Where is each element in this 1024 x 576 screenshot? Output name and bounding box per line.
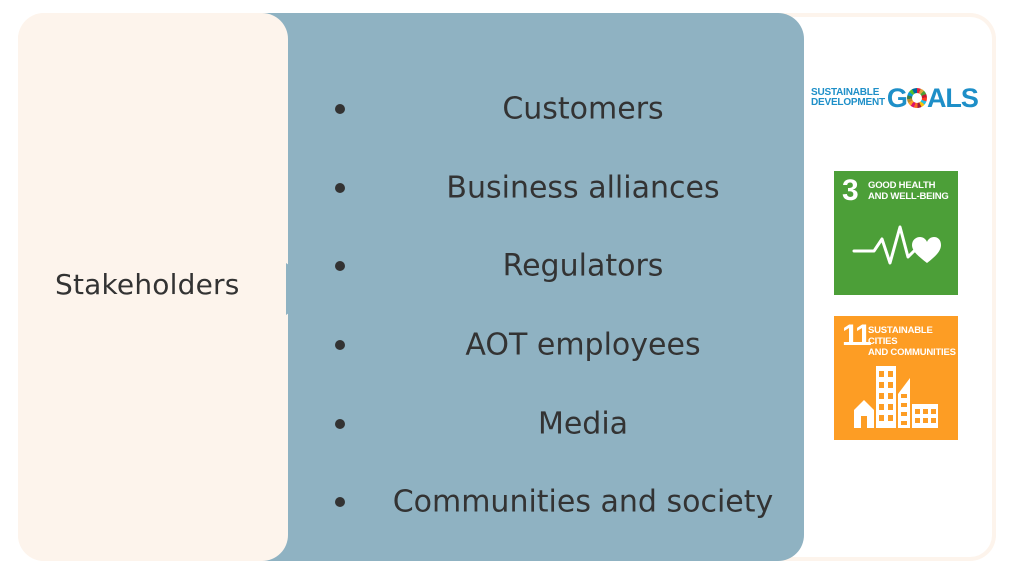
list-item-label: Regulators (502, 248, 664, 284)
stakeholders-label: Stakeholders (55, 268, 240, 301)
sdg-tile-3: 3 GOOD HEALTH AND WELL-BEING (834, 171, 958, 295)
sdg-tile-number: 3 (842, 174, 859, 207)
sdg-logo-goals-g: G (886, 82, 908, 113)
bullet-icon (335, 182, 345, 193)
list-item: Regulators (330, 227, 800, 306)
sdg-tile-number: 11 (842, 319, 872, 352)
list-item-label: AOT employees (465, 327, 701, 363)
sdg-logo: SUSTAINABLE DEVELOPMENT G ALS (811, 83, 979, 113)
city-buildings-icon (854, 366, 938, 428)
sdg-tile-title: SUSTAINABLE CITIES AND COMMUNITIES (868, 325, 956, 358)
sdg-logo-line1: SUSTAINABLE (811, 87, 880, 98)
sdg-tile-title-line1: GOOD HEALTH (868, 180, 936, 191)
list-item: Communities and society (330, 463, 800, 542)
sdg-logo-goals-als: ALS (926, 82, 979, 113)
sdg-tile-title-line1: SUSTAINABLE CITIES (868, 325, 933, 347)
bullet-icon (335, 418, 345, 429)
list-item-label: Communities and society (392, 484, 774, 520)
stakeholders-box (18, 13, 288, 561)
list-item: Business alliances (330, 149, 800, 228)
sdg-tile-title: GOOD HEALTH AND WELL-BEING (868, 180, 954, 202)
sdg-tile-title-line2: AND WELL-BEING (868, 191, 949, 202)
bullet-icon (335, 497, 345, 508)
stakeholder-list-panel (258, 13, 804, 561)
bullet-icon (335, 261, 345, 272)
list-item: Media (330, 384, 800, 463)
sdg-logo-small-text: SUSTAINABLE DEVELOPMENT (811, 88, 885, 108)
sdg-logo-line2: DEVELOPMENT (811, 97, 885, 108)
list-item: Customers (330, 70, 800, 149)
list-item: AOT employees (330, 306, 800, 385)
list-item-label: Customers (502, 91, 664, 127)
stakeholder-list: Customers Business alliances Regulators … (330, 70, 800, 542)
list-item-label: Business alliances (446, 170, 720, 206)
sdg-wheel-icon (906, 88, 927, 108)
list-item-label: Media (537, 406, 629, 442)
sdg-tile-title-line2: AND COMMUNITIES (868, 347, 956, 358)
bullet-icon (335, 340, 345, 351)
pointer-arrow (286, 263, 324, 315)
sdg-tile-11: 11 SUSTAINABLE CITIES AND COMMUNITIES (834, 316, 958, 440)
bullet-icon (335, 104, 345, 115)
sdg-logo-goals: G ALS (886, 82, 979, 114)
heartbeat-icon (852, 225, 941, 265)
